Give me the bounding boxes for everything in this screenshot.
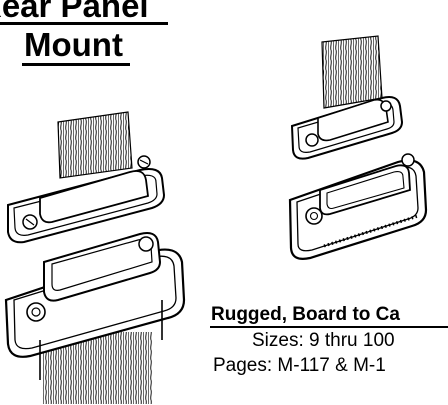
screw-icon xyxy=(305,133,319,147)
caption-pages: Pages: M-117 & M-1 xyxy=(213,355,386,376)
screw-icon xyxy=(380,100,392,112)
left-receptacle-connector xyxy=(4,232,186,404)
caption-title: Rugged, Board to Ca xyxy=(211,304,400,325)
heading-line-1: Rear Panel xyxy=(0,0,149,24)
heading-line-2: Mount xyxy=(24,26,123,63)
left-wire-bundle-top xyxy=(57,111,133,179)
hex-nut-icon xyxy=(138,236,154,252)
caption-underline xyxy=(210,326,448,328)
hex-nut-icon xyxy=(401,153,415,167)
heading-underline-2 xyxy=(22,63,130,66)
right-wire-bundle xyxy=(321,35,383,109)
caption-sizes: Sizes: 9 thru 100 xyxy=(252,330,395,351)
hex-nut-icon xyxy=(26,302,46,322)
left-plug-connector xyxy=(7,111,166,244)
right-receptacle-connector xyxy=(288,153,428,260)
hex-nut-icon xyxy=(305,207,323,225)
right-plug-connector xyxy=(290,35,404,160)
heading-underline-1 xyxy=(0,22,168,25)
